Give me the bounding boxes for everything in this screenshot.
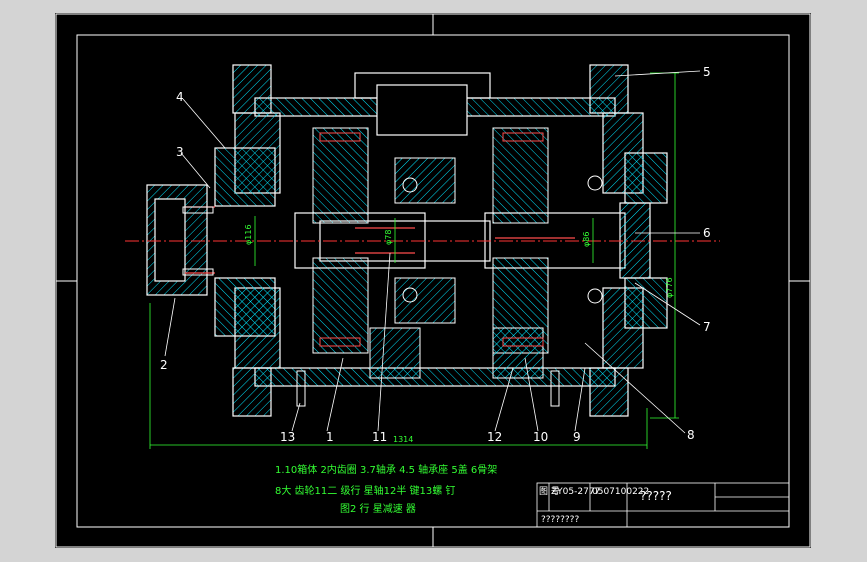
part-label-8: 8	[687, 428, 695, 442]
dim-shaft-left: φ116	[244, 224, 253, 245]
part-label-2: 2	[160, 358, 168, 372]
title-designer: ????????	[541, 515, 579, 525]
leader-lines	[164, 70, 701, 434]
part-label-6: 6	[703, 226, 711, 240]
part-label-5: 5	[703, 65, 711, 79]
part-label-12: 12	[487, 430, 502, 444]
title-block	[536, 482, 790, 528]
cad-drawing: 1314 φ116 φ78 φ86 φ776 1 2 3 4 5 6 7 8 9…	[55, 13, 811, 548]
part-label-11: 11	[372, 430, 387, 444]
note-line-3: 图2 行 星减速 器	[340, 502, 416, 515]
part-label-13: 13	[280, 430, 295, 444]
part-label-1: 1	[326, 430, 334, 444]
part-label-4: 4	[176, 90, 184, 104]
end-cap-left	[146, 184, 215, 296]
note-line-2: 8大 齿轮11二 级行 星轴12半 键13螺 钉	[275, 484, 455, 497]
part-label-10: 10	[533, 430, 548, 444]
bolts	[182, 206, 560, 407]
gear-train	[312, 127, 603, 379]
title-code-a: ZY05-2777	[551, 487, 600, 497]
housing	[214, 64, 668, 417]
title-tag: 图 号	[539, 486, 560, 497]
dimension-lines	[149, 72, 679, 449]
drawing-sheet: 1314 φ116 φ78 φ86 φ776 1 2 3 4 5 6 7 8 9…	[55, 13, 811, 548]
dim-overall-length: 1314	[393, 435, 413, 444]
note-line-1: 1.10箱体 2内齿圈 3.7轴承 4.5 轴承座 5盖 6骨架	[275, 463, 497, 476]
title-code-b: 0507100222	[592, 487, 649, 497]
part-label-3: 3	[176, 145, 184, 159]
dim-shaft-center: φ78	[384, 230, 393, 245]
part-label-9: 9	[573, 430, 581, 444]
dim-shaft-right: φ86	[582, 232, 591, 247]
part-label-7: 7	[703, 320, 711, 334]
dim-height: φ776	[665, 277, 674, 298]
title-drawing-name: ?????	[640, 489, 672, 503]
